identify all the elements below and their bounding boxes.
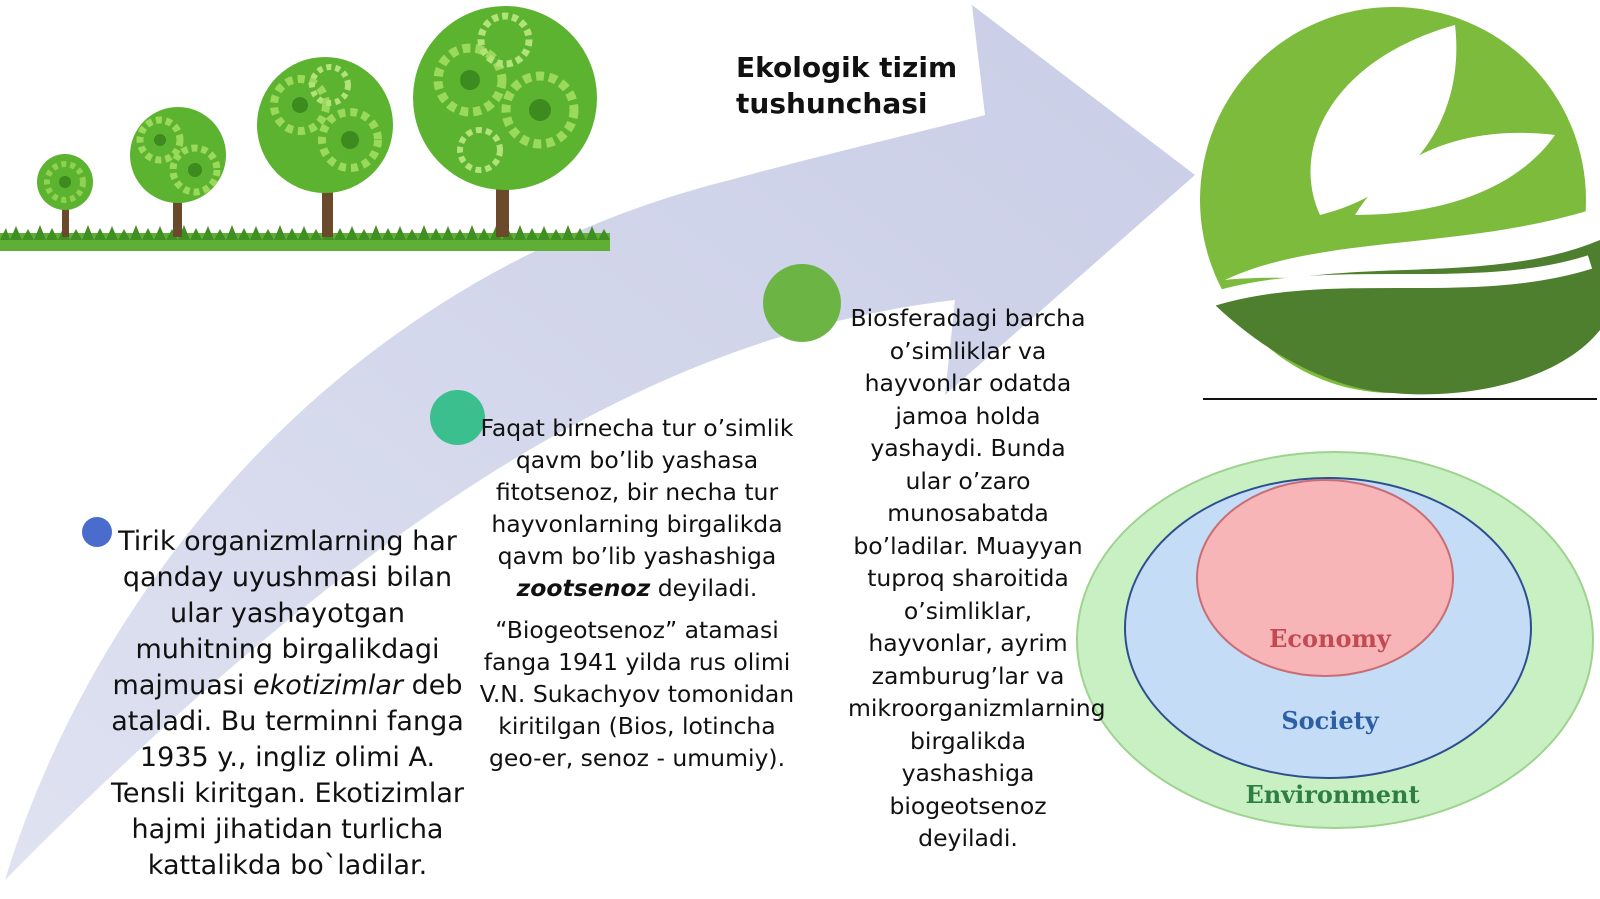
gear-tree-icon bbox=[413, 6, 597, 237]
title-line-1: Ekologik tizim bbox=[736, 51, 958, 84]
phytocenosis-paragraph: Faqat birnecha tur o’simlik qavm bo’lib … bbox=[480, 414, 794, 602]
leaf-logo-icon bbox=[1200, 7, 1600, 395]
gear-tree-icon bbox=[130, 107, 226, 237]
venn-inner-economy bbox=[1196, 479, 1454, 677]
biogeocenosis-definition-text: Biosferadagi barcha o’simliklar va hayvo… bbox=[848, 304, 1106, 852]
biogeocenosis-history-paragraph: “Biogeotsenoz” atamasi fanga 1941 yilda … bbox=[479, 616, 795, 772]
venn-label-economy: Economy bbox=[1269, 624, 1391, 653]
page-title: Ekologik tizim tushunchasi bbox=[736, 50, 957, 122]
zoocenosis-term: zootsenoz bbox=[516, 574, 651, 602]
venn-label-society: Society bbox=[1281, 706, 1379, 735]
bullet-marker-3 bbox=[763, 264, 841, 342]
gear-tree-icon bbox=[37, 154, 93, 237]
bullet-marker-1 bbox=[82, 517, 112, 547]
cenosis-text: Faqat birnecha tur o’simlik qavm bo’lib … bbox=[472, 412, 802, 774]
bullet-marker-2 bbox=[430, 390, 485, 445]
grass-strip bbox=[0, 225, 610, 251]
curved-arrow bbox=[5, 5, 1195, 880]
venn-label-environment: Environment bbox=[1245, 780, 1420, 809]
title-line-2: tushunchasi bbox=[736, 87, 928, 120]
ecosystem-term: ekotizimlar bbox=[253, 670, 403, 701]
gear-tree-icon bbox=[257, 57, 393, 237]
ecosystem-definition-text: Tirik organizmlarning har qanday uyushma… bbox=[110, 526, 465, 881]
